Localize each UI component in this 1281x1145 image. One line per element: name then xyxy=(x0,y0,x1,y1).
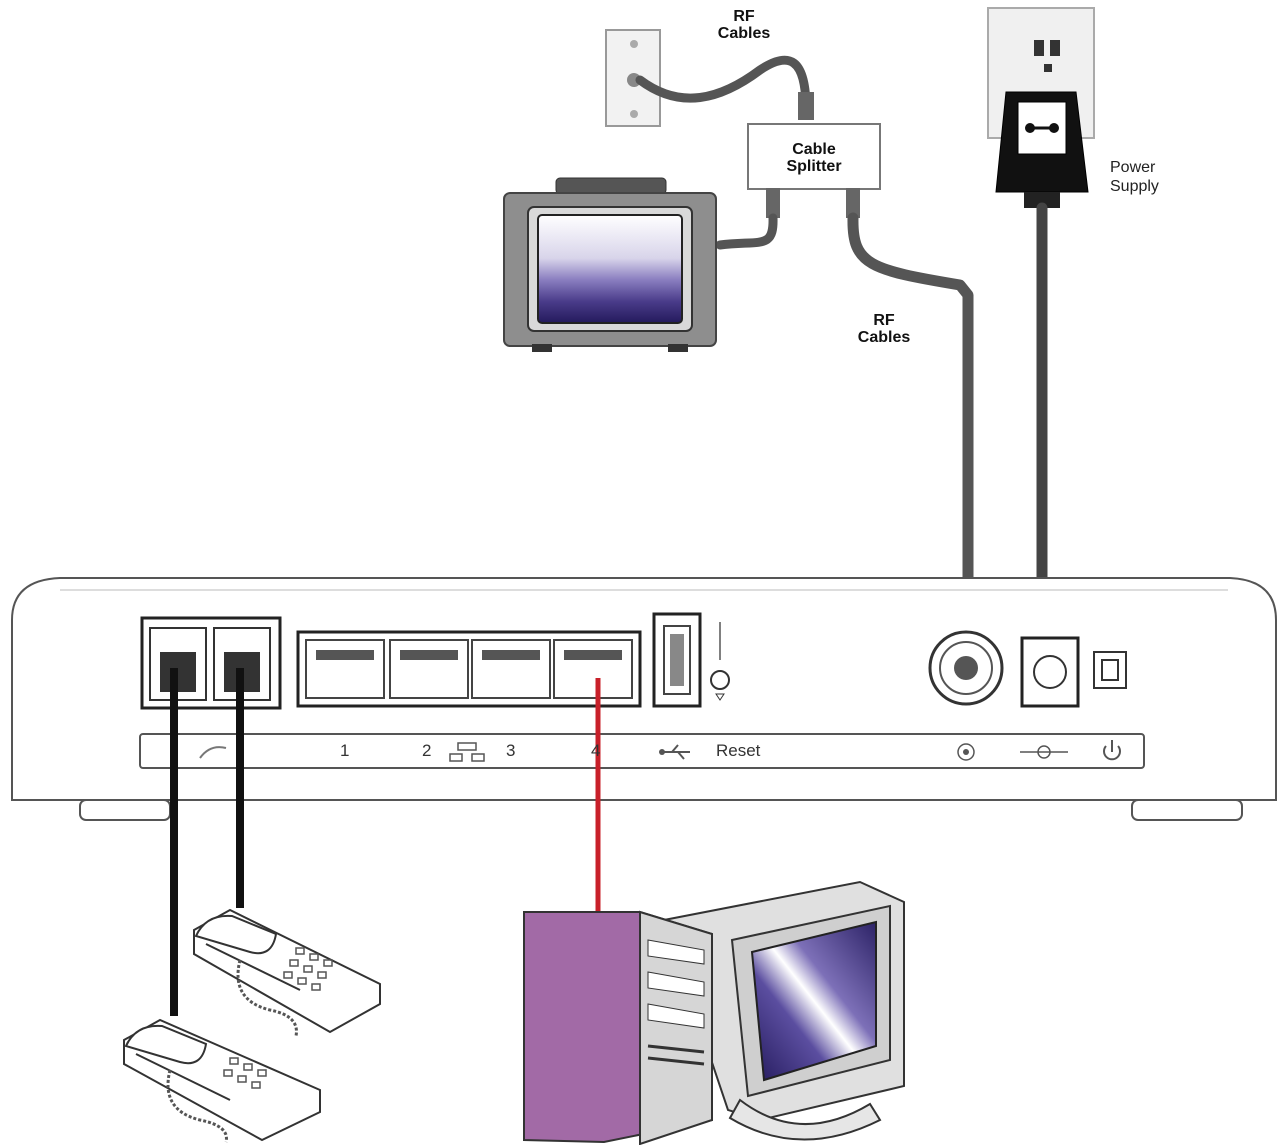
usb-port xyxy=(652,612,702,708)
port-label-2: 2 xyxy=(422,741,432,760)
telephone-icon xyxy=(199,746,227,759)
telephone-icon xyxy=(193,908,381,1037)
cable-splitter-box xyxy=(747,123,881,190)
phone-jacks xyxy=(140,616,282,710)
rf-cables-mid-line2: Cables xyxy=(857,329,911,346)
coax-connector xyxy=(766,188,780,218)
power-icon xyxy=(1103,740,1121,761)
port-label-1: 1 xyxy=(340,741,350,760)
rf-cables-top-label: RF Cables xyxy=(712,8,776,42)
power-jack xyxy=(1020,636,1080,708)
power-switch xyxy=(1093,651,1127,689)
coax-connector xyxy=(798,92,814,120)
coax-symbol-icon xyxy=(957,743,975,761)
cable-splitter-label: Cable Splitter xyxy=(770,141,858,175)
rf-cables-top-line2: Cables xyxy=(717,25,771,42)
cable-splitter-line2: Splitter xyxy=(786,158,842,175)
power-supply-label: Power Supply xyxy=(1110,158,1190,196)
rf-cable-splitter-to-router xyxy=(847,212,974,674)
television-icon xyxy=(503,177,717,352)
telephone-icon xyxy=(123,1018,321,1143)
rf-cable-splitter-to-tv xyxy=(715,213,778,250)
power-supply-line1: Power xyxy=(1110,159,1156,176)
ethernet-ports xyxy=(296,630,642,708)
port-label-4: 4 xyxy=(591,741,601,760)
network-icon xyxy=(449,742,485,762)
power-adapter-icon xyxy=(995,91,1089,208)
power-supply-line2: Supply xyxy=(1110,178,1159,195)
coax-connector xyxy=(846,188,860,218)
rf-cables-mid-line1: RF xyxy=(873,312,895,329)
desktop-computer-icon xyxy=(523,880,905,1145)
usb-icon xyxy=(659,744,690,760)
rf-cables-top-line1: RF xyxy=(733,8,755,25)
wall-coax-outlet-icon xyxy=(605,29,661,127)
dc-in-icon xyxy=(1020,745,1068,759)
coax-port xyxy=(928,630,1004,706)
reset-button xyxy=(710,622,730,701)
cable-splitter-line1: Cable xyxy=(792,141,836,158)
rf-cables-mid-label: RF Cables xyxy=(852,312,916,346)
port-label-3: 3 xyxy=(506,741,516,760)
reset-label: Reset xyxy=(716,741,761,760)
rf-cable-wall-to-splitter xyxy=(635,55,811,110)
